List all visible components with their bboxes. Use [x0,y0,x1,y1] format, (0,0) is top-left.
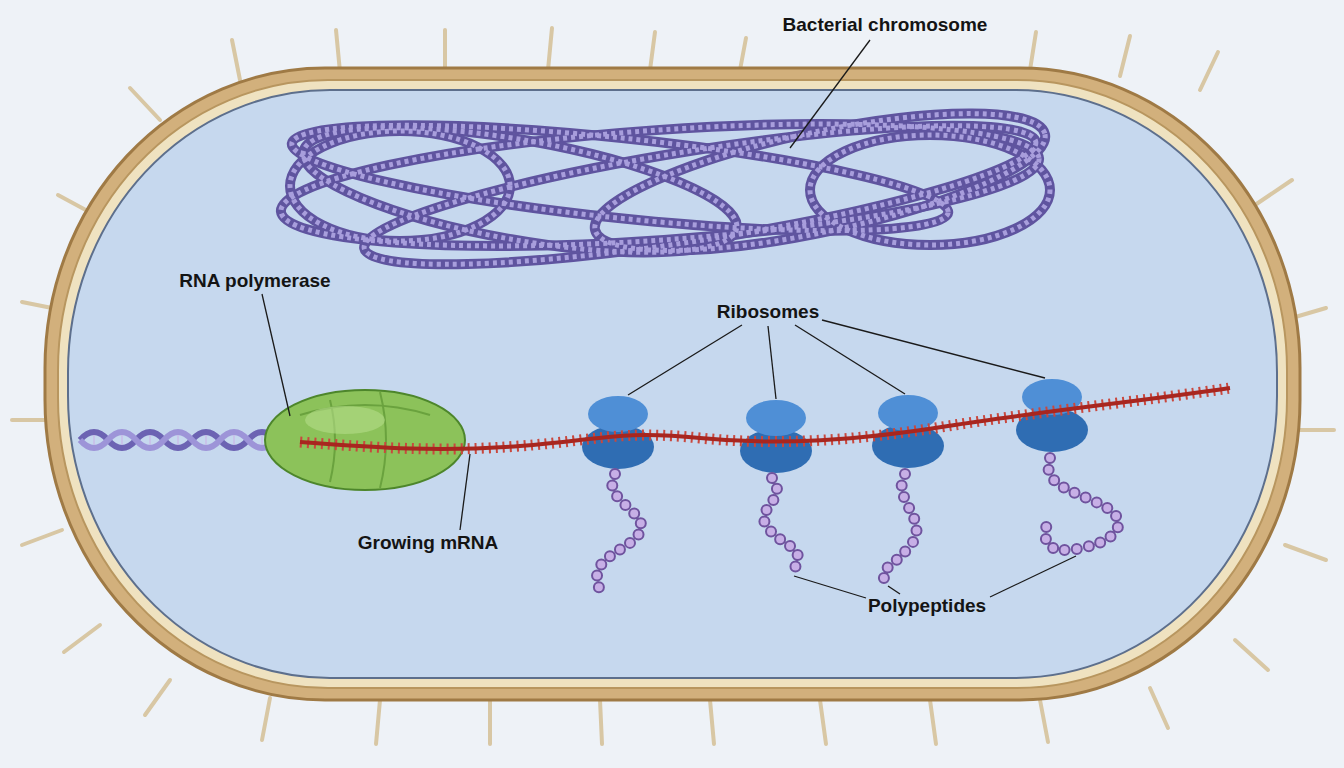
pilus [1295,428,1334,432]
pilus [1040,700,1048,742]
bacterial-chromosome [277,85,1055,292]
leader-line [795,325,905,394]
callout-label: Growing mRNA [356,532,500,555]
pilus [22,530,62,545]
pilus [600,700,602,744]
mrna-backbone [300,388,1230,449]
chromosome-loop [585,85,1056,278]
callout-label: Polypeptides [866,595,988,618]
leader-line [794,576,866,598]
pilus [232,40,240,80]
pilus [488,700,492,744]
pili [12,28,1334,744]
chromosome-loop [810,135,1050,245]
polypeptide-chain [1045,458,1118,550]
polymerase-body [265,390,465,490]
pilus [1235,640,1268,670]
chromosome-loop [288,104,953,253]
mrna-bases [300,388,1230,449]
pilus [710,700,714,744]
polymerase-highlight [305,406,385,434]
rna-polymerase [265,390,465,490]
polypeptide-outline [597,458,1119,590]
pilus [1030,32,1036,70]
pilus [443,30,447,70]
leader-line [990,556,1076,597]
polypeptide-chain [597,474,641,590]
ribosome-small-subunit [746,400,806,436]
pilus [548,28,552,70]
pilus [820,700,826,744]
polypeptide-chain [884,474,917,582]
chromosome-loop [290,131,510,241]
polypeptide-beads [597,458,1119,590]
polymerase-ridge [380,392,386,488]
pilus [650,32,655,70]
polypeptide-chain [764,478,798,574]
polypeptide-chain [597,474,641,590]
polypeptide-chain [884,474,917,582]
polypeptides [597,458,1119,590]
chromosome-beads [277,85,1055,292]
pilus [1200,52,1218,90]
chromosome-strand [277,85,1055,292]
leader-line [888,586,900,594]
cell-wall [45,68,1300,700]
ribosome-small-subunit [588,396,648,432]
pilus [1150,688,1168,728]
pilus [262,698,270,740]
pilus [930,700,936,744]
pilus [336,30,340,72]
callout-label: RNA polymerase [177,270,332,293]
pilus [1255,180,1292,205]
pilus [130,88,160,120]
polypeptide-chain [1045,458,1118,550]
cell-membrane [58,80,1287,688]
chromosome-loop [585,85,1056,278]
ribosomes [582,379,1088,473]
leader-line [262,294,290,416]
chromosome-loop [357,97,1043,292]
leader-line [790,40,870,148]
callout-label: Bacterial chromosome [781,14,990,37]
pilus [376,700,380,744]
pilus [1120,36,1130,76]
leader-line [768,326,776,399]
leader-line [628,325,742,395]
leader-lines [262,40,1076,598]
leader-line [460,454,470,530]
pilus [145,680,170,715]
chromosome-loop [295,103,746,278]
callout-label: Ribosomes [715,301,821,324]
pilus [740,38,746,70]
polypeptide-chain [764,478,798,574]
cytoplasm [68,90,1277,678]
mrna [300,388,1230,449]
pilus [64,625,100,652]
leader-line [822,320,1045,378]
pilus [1285,545,1326,560]
